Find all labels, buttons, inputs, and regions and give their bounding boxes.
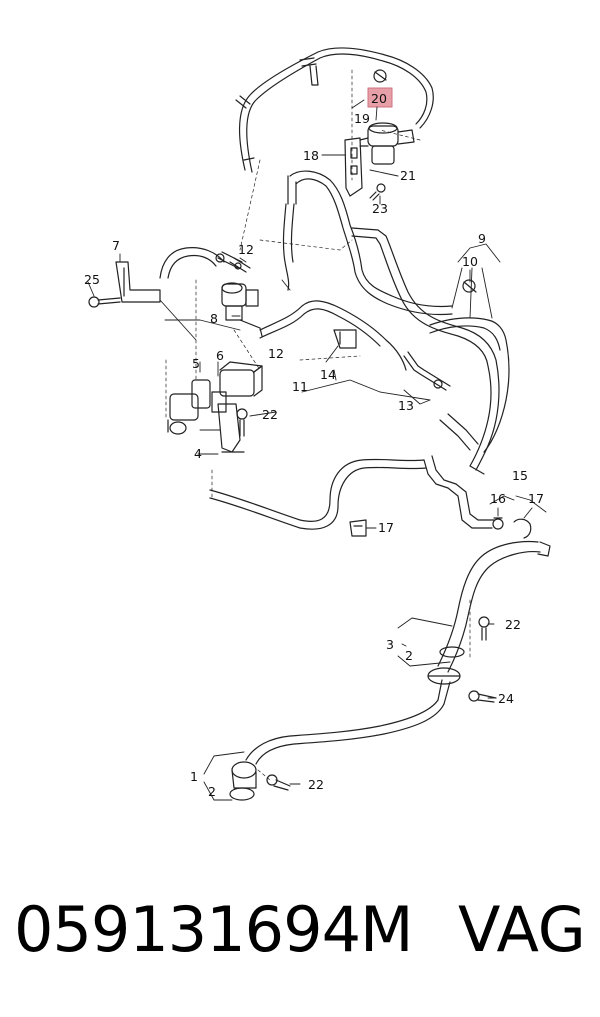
callout-2-upper: 2 <box>405 648 413 663</box>
assembly-dashed-lines <box>165 69 471 781</box>
callout-8: 8 <box>210 311 218 326</box>
part-number-caption: 059131694M <box>14 893 414 966</box>
callout-22-bottom: 22 <box>308 777 324 792</box>
callout-17-lower: 17 <box>378 520 394 535</box>
bolt-22-bottom <box>266 774 291 791</box>
bracket-14 <box>333 329 357 349</box>
hose-long-thin <box>209 455 495 530</box>
hose-middle-s <box>282 170 453 316</box>
bolt-23 <box>369 183 386 201</box>
coolant-pipe-3 <box>437 540 551 673</box>
highlight-box-20 <box>367 87 393 108</box>
callout-18: 18 <box>303 148 319 163</box>
connector-16 <box>492 517 504 530</box>
hose-top-loop <box>235 47 434 173</box>
callout-17-right: 17 <box>528 491 544 506</box>
coolant-pipe-1 <box>245 679 451 765</box>
check-valve-21 <box>359 122 415 165</box>
module-6 <box>211 361 263 413</box>
bolt-24 <box>468 690 497 703</box>
bolt-22-left <box>236 408 248 437</box>
callout-25: 25 <box>84 272 100 287</box>
callout-23: 23 <box>372 201 388 216</box>
bracket-4 <box>217 403 245 453</box>
hose-right-long <box>351 227 500 475</box>
bracket-18 <box>344 137 363 197</box>
clip-17-lower <box>349 519 367 537</box>
callout-20: 20 <box>371 91 387 106</box>
callout-13: 13 <box>398 398 414 413</box>
callout-12-lower: 12 <box>268 346 284 361</box>
callout-3: 3 <box>386 637 394 652</box>
callout-14: 14 <box>320 367 336 382</box>
callout-2-lower: 2 <box>208 784 216 799</box>
pressure-converter-5 <box>167 379 211 435</box>
bolt-25 <box>88 296 121 308</box>
callout-4: 4 <box>194 446 202 461</box>
elbow-17 <box>513 518 532 539</box>
hose-right-branch <box>429 317 510 453</box>
leader-lines <box>87 99 547 801</box>
solenoid-valve-8 <box>221 282 263 337</box>
callout-22-left: 22 <box>262 407 278 422</box>
clip-10 <box>462 279 477 293</box>
callout-9: 9 <box>478 231 486 246</box>
callout-6: 6 <box>216 348 224 363</box>
callout-24: 24 <box>498 691 514 706</box>
callout-labels: 20 19 18 21 23 9 10 7 12 25 8 12 5 6 14 … <box>84 91 544 799</box>
callout-21: 21 <box>400 168 416 183</box>
clip-20 <box>373 69 387 83</box>
hose-8-to-right <box>259 300 407 371</box>
flange-2-upper <box>427 646 465 685</box>
callout-10: 10 <box>462 254 478 269</box>
brand-caption: VAG <box>458 893 586 966</box>
bracket-7 <box>115 261 161 303</box>
callout-19: 19 <box>354 111 370 126</box>
callout-11: 11 <box>292 379 308 394</box>
callout-12-upper: 12 <box>238 242 254 257</box>
hose-12-upper <box>159 247 243 279</box>
connector-12 <box>229 257 251 273</box>
hose-13 <box>403 351 451 391</box>
callout-16: 16 <box>490 491 506 506</box>
callout-7: 7 <box>112 238 120 253</box>
flange-1 <box>229 761 257 801</box>
bolt-22-right <box>478 616 490 641</box>
callout-15: 15 <box>512 468 528 483</box>
callout-5: 5 <box>192 356 200 371</box>
callout-1: 1 <box>190 769 198 784</box>
callout-22-right: 22 <box>505 617 521 632</box>
